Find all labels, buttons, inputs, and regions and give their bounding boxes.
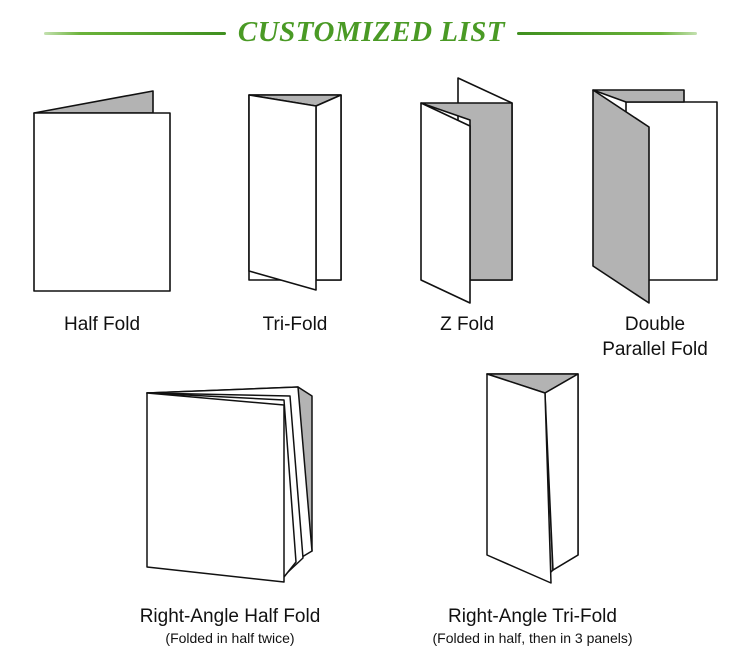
header-rule-left xyxy=(44,32,226,35)
right-angle-tri-fold-sublabel: (Folded in half, then in 3 panels) xyxy=(432,630,633,646)
z-fold-middle-panel xyxy=(420,102,513,281)
ratf-inner-panel xyxy=(544,373,579,571)
z-fold-label: Z Fold xyxy=(440,314,494,335)
double-parallel-fold-illustration xyxy=(592,89,718,304)
z-fold-front-panel xyxy=(420,102,471,304)
z-fold-illustration xyxy=(420,77,513,304)
tri-fold-illustration xyxy=(248,94,342,291)
half-fold-illustration xyxy=(33,90,171,292)
header-rule-right xyxy=(517,32,697,35)
rahf-front-panel xyxy=(146,392,285,583)
half-fold-back-panel xyxy=(33,90,154,114)
page-header: CUSTOMIZED LIST xyxy=(0,0,750,70)
right-angle-half-fold-illustration xyxy=(146,386,313,583)
right-angle-half-fold-label: Right-Angle Half Fold xyxy=(139,606,321,627)
page-title: CUSTOMIZED LIST xyxy=(237,16,506,48)
right-angle-half-fold-sublabel: (Folded in half twice) xyxy=(165,630,295,646)
half-fold-label: Half Fold xyxy=(63,314,141,335)
double-fold-top-shade xyxy=(592,89,685,103)
right-angle-half-fold-caption: Right-Angle Half Fold (Folded in half tw… xyxy=(110,604,350,647)
double-fold-gray-panel xyxy=(592,89,650,304)
double-fold-label-line1: Double xyxy=(624,314,686,335)
right-angle-tri-fold-caption: Right-Angle Tri-Fold (Folded in half, th… xyxy=(400,604,665,647)
double-parallel-fold-label: Double Parallel Fold xyxy=(585,312,725,362)
ratf-front-panel xyxy=(486,373,552,584)
right-angle-tri-fold-illustration xyxy=(486,373,579,584)
tri-fold-front-panel xyxy=(248,94,317,291)
half-fold-front-panel xyxy=(33,112,171,292)
double-fold-label-line2: Parallel Fold xyxy=(602,339,708,360)
tri-fold-inner-panel xyxy=(315,94,342,281)
right-angle-tri-fold-label: Right-Angle Tri-Fold xyxy=(448,606,617,627)
tri-fold-label: Tri-Fold xyxy=(262,314,328,335)
